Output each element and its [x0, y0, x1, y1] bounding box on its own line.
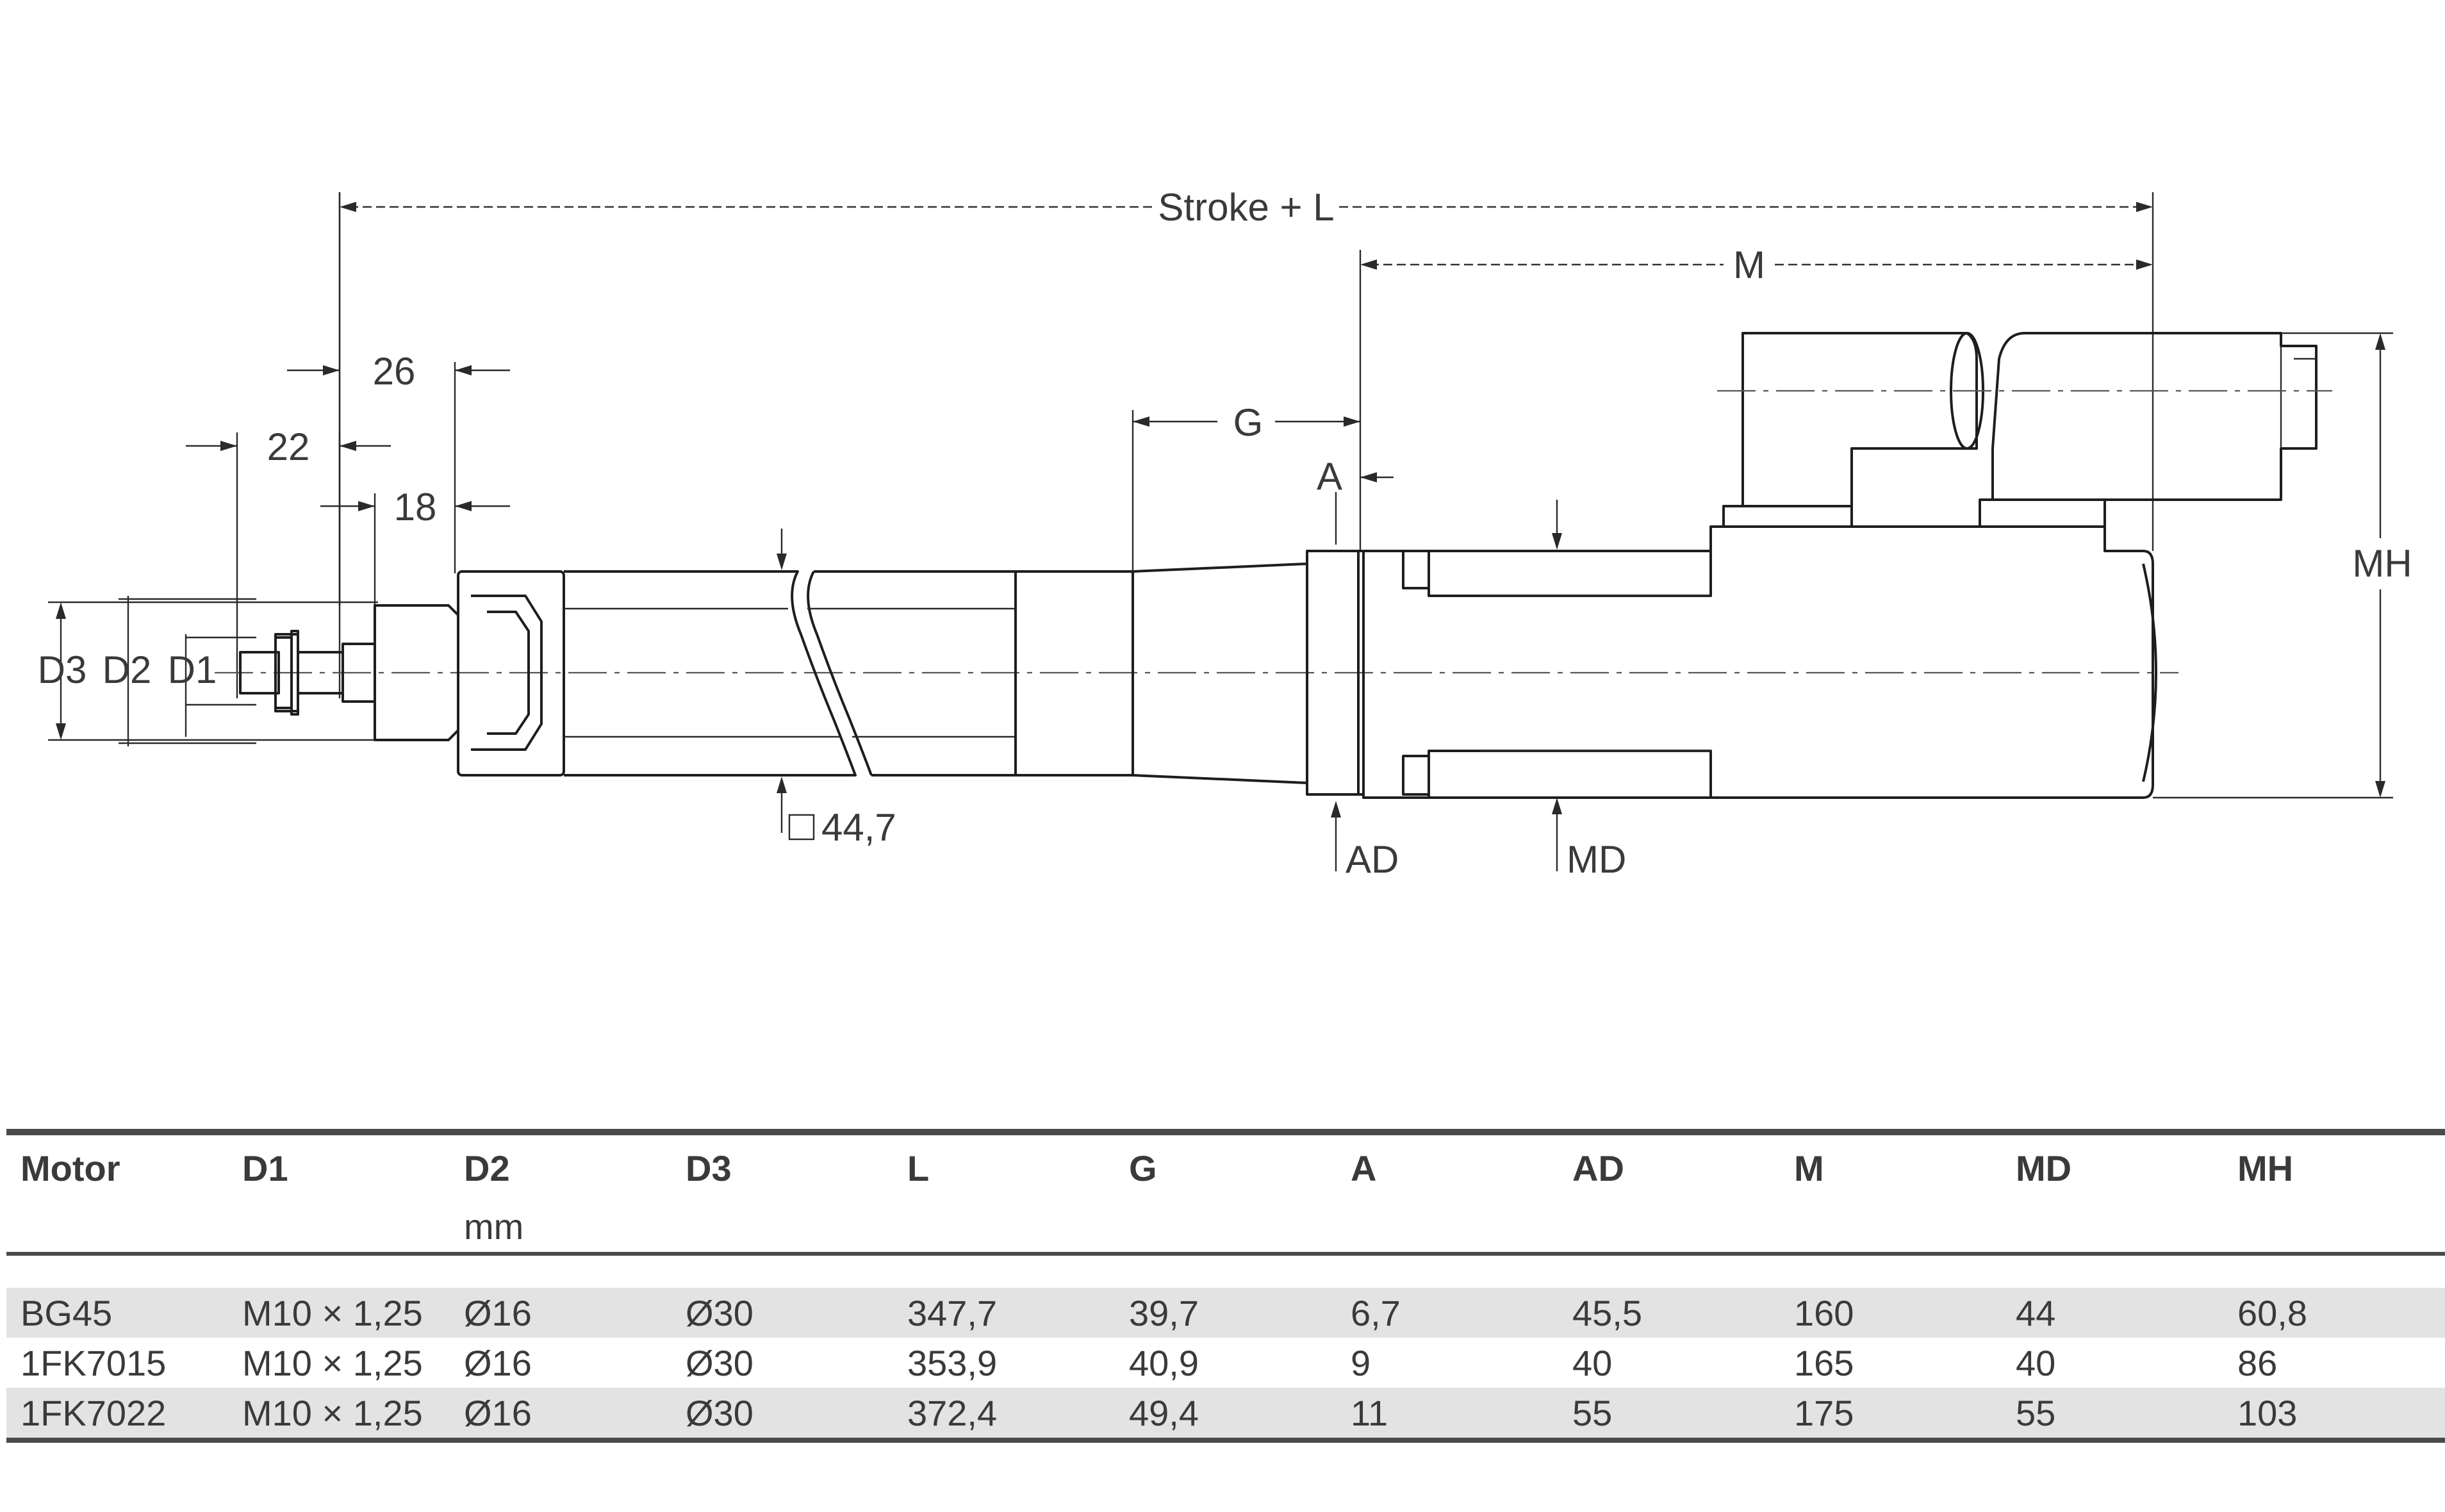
header-a: A: [1351, 1147, 1377, 1188]
cell-mh: 86: [2237, 1342, 2278, 1383]
dimension-22: 22: [186, 425, 391, 698]
cell-l: 353,9: [907, 1342, 998, 1383]
header-mh: MH: [2237, 1147, 2294, 1188]
square-size-label: 44,7: [821, 806, 896, 849]
cell-motor: 1FK7015: [21, 1342, 167, 1383]
cell-a: 9: [1351, 1342, 1371, 1383]
profile-tube: [564, 570, 857, 777]
unit-cell-mm: mm: [464, 1206, 524, 1247]
d2-label: D2: [103, 648, 152, 691]
cell-d3: Ø30: [686, 1342, 753, 1383]
cell-l: 347,7: [907, 1292, 998, 1333]
dimension-stroke-l: Stroke + L: [338, 186, 2154, 605]
cell-ad: 45,5: [1572, 1292, 1642, 1333]
cell-m: 175: [1794, 1392, 1854, 1433]
g-label: G: [1233, 401, 1264, 444]
cell-d2: Ø16: [464, 1292, 532, 1333]
header-motor: Motor: [21, 1147, 120, 1188]
table-bottom-rule: [6, 1438, 2445, 1443]
cell-a: 6,7: [1351, 1292, 1401, 1333]
dim-18-label: 18: [394, 486, 437, 529]
table-unit-row: mm: [6, 1201, 2445, 1252]
cell-d3: Ø30: [686, 1292, 753, 1333]
cell-mh: 60,8: [2237, 1292, 2307, 1333]
motor-body: [1362, 525, 2154, 799]
actuator-body: 44,7: [215, 332, 2332, 849]
mh-label: MH: [2352, 542, 2412, 585]
header-ad: AD: [1572, 1147, 1624, 1188]
table-top-rule: [6, 1129, 2445, 1135]
dimension-mh: MH: [2153, 332, 2412, 799]
table-header-row: Motor D1 D2 D3 L G A AD M MD MH: [6, 1135, 2445, 1201]
cell-motor: 1FK7022: [21, 1392, 167, 1433]
cell-motor: BG45: [21, 1292, 113, 1333]
cell-d3: Ø30: [686, 1392, 753, 1433]
dimension-diameters: D3 D2 D1: [38, 596, 378, 746]
cell-m: 160: [1794, 1292, 1854, 1333]
dim-22-label: 22: [267, 425, 310, 468]
cell-d2: Ø16: [464, 1392, 532, 1433]
table-row: 1FK7015 M10 × 1,25 Ø16 Ø30 353,9 40,9 9 …: [6, 1338, 2445, 1388]
header-m: M: [1794, 1147, 1824, 1188]
front-flange: [457, 570, 565, 777]
cell-d1: M10 × 1,25: [242, 1342, 423, 1383]
dimension-18: 18: [320, 486, 510, 641]
dimension-ad-md: AD MD: [1331, 500, 1626, 881]
power-connector: [1722, 332, 1978, 527]
dimension-table: Motor D1 D2 D3 L G A AD M MD MH mm BG45 …: [6, 1129, 2445, 1443]
cell-d1: M10 × 1,25: [242, 1392, 423, 1433]
header-d3: D3: [686, 1147, 732, 1188]
cell-d1: M10 × 1,25: [242, 1292, 423, 1333]
d1-label: D1: [168, 648, 217, 691]
m-label: M: [1733, 243, 1765, 286]
dimension-a: A: [1317, 455, 1394, 545]
cell-ad: 40: [1572, 1342, 1613, 1383]
ad-label: AD: [1346, 838, 1399, 881]
cell-md: 55: [2016, 1392, 2056, 1433]
cell-mh: 103: [2237, 1392, 2298, 1433]
table-row: BG45 M10 × 1,25 Ø16 Ø30 347,7 39,7 6,7 4…: [6, 1288, 2445, 1338]
md-label: MD: [1567, 838, 1626, 881]
square-symbol: [788, 814, 815, 841]
cell-d2: Ø16: [464, 1342, 532, 1383]
cell-md: 44: [2016, 1292, 2056, 1333]
d3-label: D3: [38, 648, 87, 691]
cell-md: 40: [2016, 1342, 2056, 1383]
cell-g: 49,4: [1129, 1392, 1199, 1433]
dim-26-label: 26: [373, 350, 416, 393]
header-d2: D2: [464, 1147, 510, 1188]
cell-a: 11: [1351, 1392, 1388, 1433]
cell-ad: 55: [1572, 1392, 1613, 1433]
cell-l: 372,4: [907, 1392, 998, 1433]
header-g: G: [1129, 1147, 1157, 1188]
cell-g: 39,7: [1129, 1292, 1199, 1333]
stroke-l-label: Stroke + L: [1158, 186, 1334, 229]
cell-m: 165: [1794, 1342, 1854, 1383]
signal-connector: [1979, 332, 2317, 527]
a-label: A: [1317, 455, 1342, 498]
header-l: L: [907, 1147, 930, 1188]
cell-g: 40,9: [1129, 1342, 1199, 1383]
table-header-rule: [6, 1252, 2445, 1256]
header-d1: D1: [242, 1147, 288, 1188]
header-md: MD: [2016, 1147, 2072, 1188]
dimension-m: M: [1359, 243, 2153, 551]
dimension-26: 26: [287, 192, 510, 605]
table-row: 1FK7022 M10 × 1,25 Ø16 Ø30 372,4 49,4 11…: [6, 1388, 2445, 1438]
actuator-dimension-drawing: Stroke + L M G A 26: [38, 186, 2412, 881]
